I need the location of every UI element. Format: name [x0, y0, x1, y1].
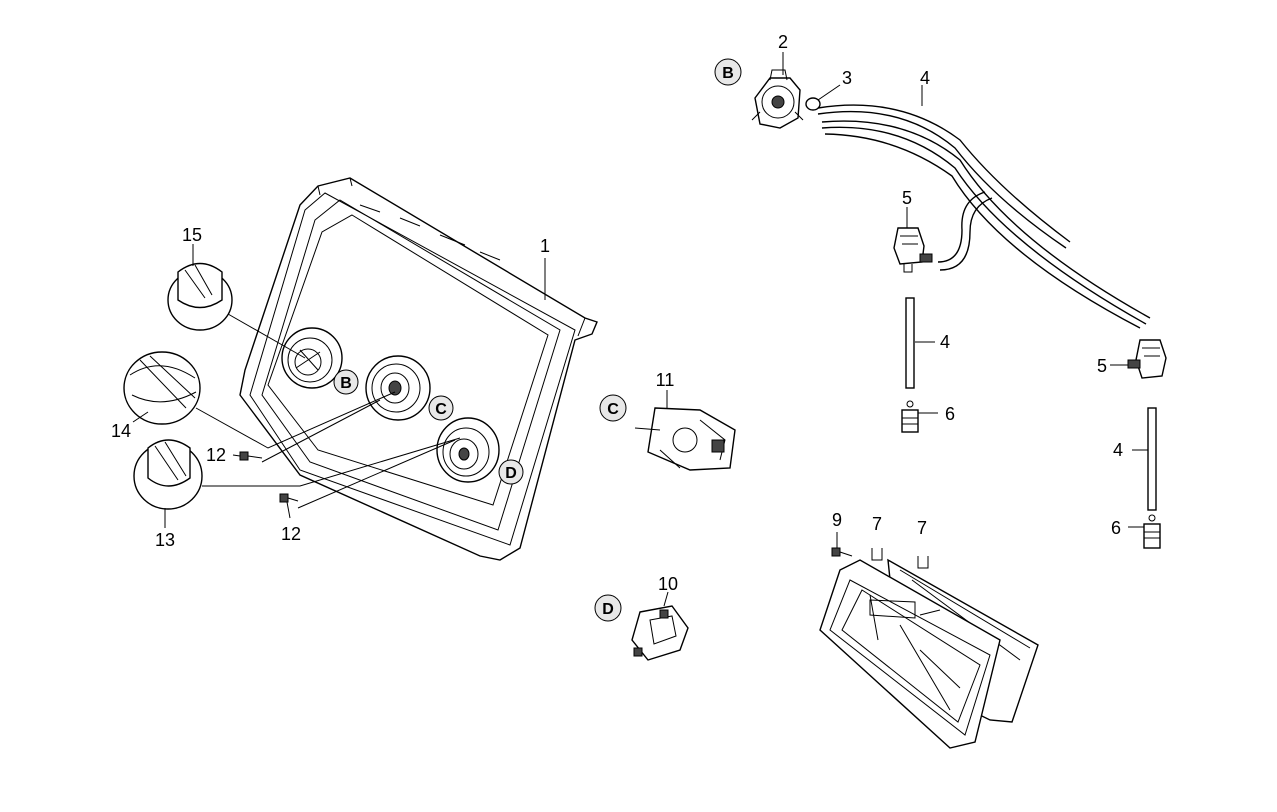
- callout-1: 1: [540, 236, 550, 256]
- callout-3: 3: [842, 68, 852, 88]
- marker-d-switch: D: [594, 594, 622, 622]
- callout-7-left: 7: [872, 514, 882, 534]
- callout-7-right: 7: [917, 518, 927, 538]
- valve-5-left: [893, 227, 933, 273]
- callout-12-upper: 12: [206, 445, 226, 465]
- filter-6-left: [901, 400, 919, 433]
- dial-opening-c: [365, 355, 431, 421]
- screw-9: [831, 547, 853, 557]
- callout-4-left: 4: [940, 332, 950, 352]
- pressure-switch-2: [751, 69, 804, 129]
- knob-14: [123, 351, 201, 425]
- marker-d-switch-label: D: [602, 601, 614, 618]
- screw-12-lower: [279, 493, 299, 503]
- callout-15: 15: [182, 225, 202, 245]
- marker-d-panel: D: [498, 459, 524, 485]
- marker-c-switch: C: [599, 394, 627, 422]
- marker-b-panel: B: [333, 369, 359, 395]
- marker-b-panel-label: B: [340, 375, 352, 392]
- callout-10: 10: [658, 574, 678, 594]
- callout-5-left: 5: [902, 188, 912, 208]
- callout-12-lower: 12: [281, 524, 301, 544]
- callout-9: 9: [832, 510, 842, 530]
- callout-6-left: 6: [945, 404, 955, 424]
- callout-13: 13: [155, 530, 175, 550]
- callout-11: 11: [656, 370, 675, 390]
- selector-switch-11: [634, 407, 736, 471]
- callout-6-right: 6: [1111, 518, 1121, 538]
- hose-4-bundle: [817, 104, 1151, 329]
- callout-2: 2: [778, 32, 788, 52]
- marker-c-switch-label: C: [607, 401, 619, 418]
- dial-opening-b: [281, 327, 343, 389]
- callout-14: 14: [111, 421, 131, 441]
- marker-b-switch-label: B: [722, 65, 734, 82]
- knob-13: [133, 439, 203, 510]
- dial-opening-d: [436, 417, 500, 483]
- marker-c-panel: C: [428, 395, 454, 421]
- screw-12-upper: [239, 451, 263, 461]
- marker-b-switch: B: [714, 58, 742, 86]
- marker-c-panel-label: C: [435, 401, 447, 418]
- door-switch-10: [631, 605, 689, 661]
- filter-6-right: [1143, 514, 1161, 549]
- valve-5-right: [1127, 339, 1167, 379]
- callout-5-right: 5: [1097, 356, 1107, 376]
- control-board-7: [819, 558, 1039, 749]
- knob-15: [167, 262, 233, 331]
- tube-4-left: [905, 297, 915, 389]
- callout-4-hose: 4: [920, 68, 930, 88]
- tube-4-right: [1147, 407, 1157, 511]
- o-ring-3: [805, 97, 821, 111]
- marker-d-panel-label: D: [505, 465, 517, 482]
- callout-4-right: 4: [1113, 440, 1123, 460]
